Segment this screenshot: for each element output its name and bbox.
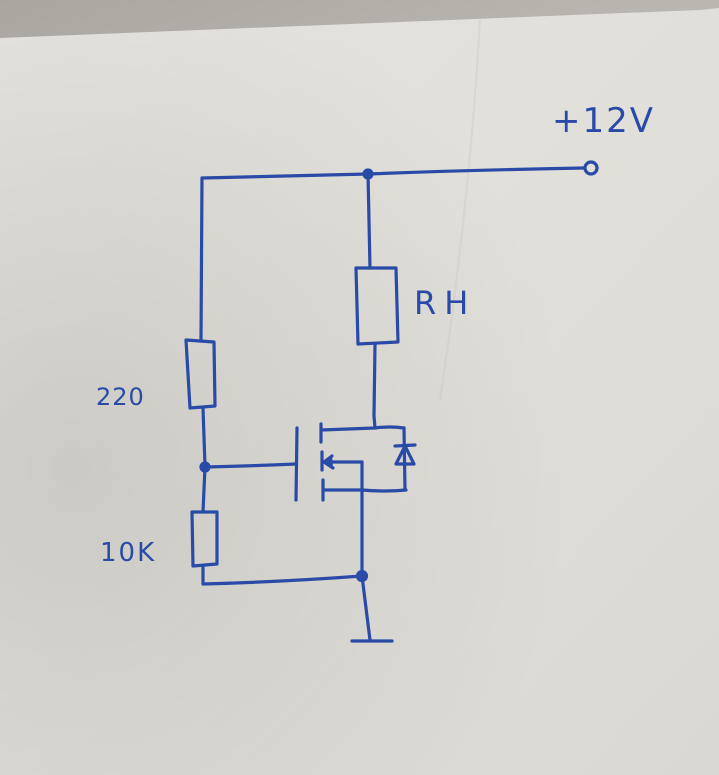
resistor-220: [184, 338, 217, 410]
drain-wire: [372, 342, 377, 418]
paper-fold: [439, 19, 481, 401]
gate-node-wire-upper: [201, 406, 207, 468]
load-top-wire: [366, 172, 372, 270]
body-diode-wire: [402, 426, 407, 492]
load-resistor-label: RH: [414, 284, 476, 322]
supply-voltage-label: +12V: [552, 101, 655, 141]
mosfet-drain-line: [319, 414, 406, 432]
paper-shadow: [0, 8, 719, 775]
left-branch-wire: [199, 176, 204, 342]
supply-terminal: [583, 160, 599, 176]
gate-wire: [203, 462, 298, 469]
gate-node-wire-lower: [201, 465, 207, 514]
mosfet-body-arrow: [322, 454, 335, 470]
gate-resistor-label: 220: [96, 383, 145, 411]
body-diode-bar: [393, 443, 417, 448]
mosfet-gate-plate: [294, 426, 299, 502]
source-to-ground-wire: [360, 488, 372, 642]
body-diode-triangle: [394, 444, 416, 466]
resistor-rh: [354, 266, 400, 346]
resistor-10k: [190, 510, 219, 568]
pulldown-resistor-label: 10K: [100, 538, 156, 568]
pulldown-ground-wire: [201, 564, 364, 586]
